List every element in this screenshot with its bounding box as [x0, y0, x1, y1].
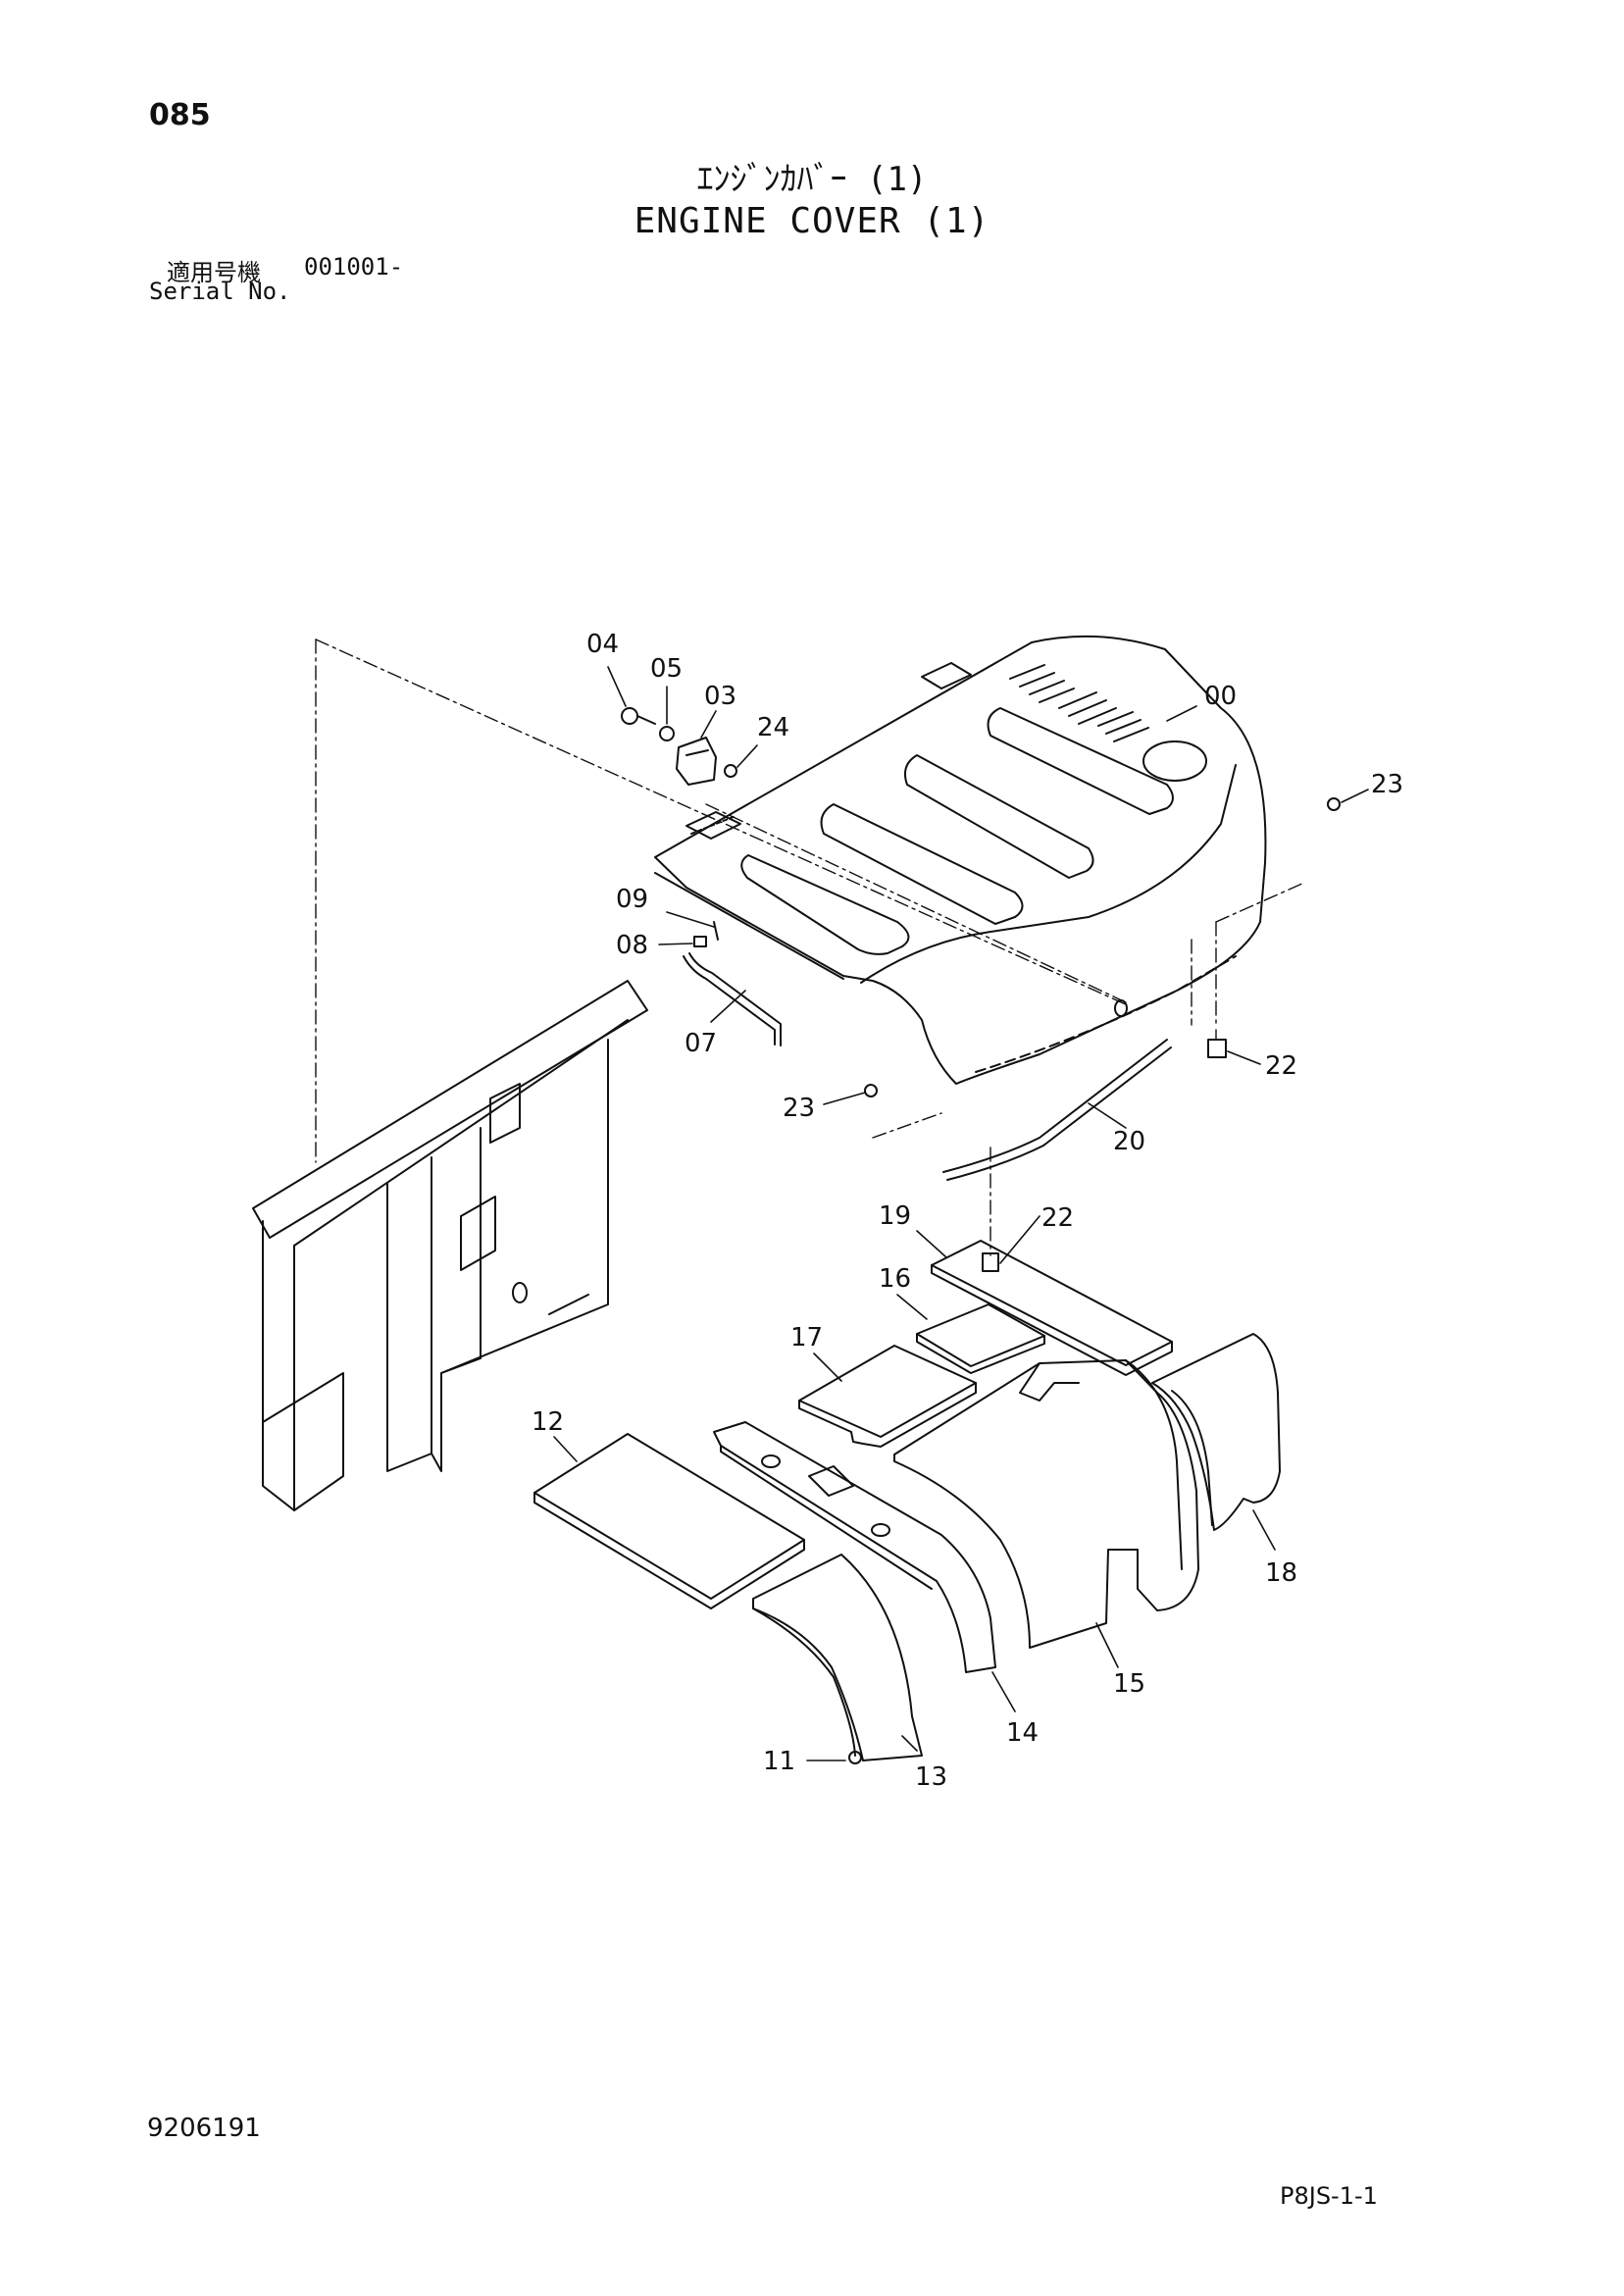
support-rod-07 — [683, 921, 782, 1046]
strip-plate-14 — [713, 1421, 996, 1673]
serial-label-english: Serial No. — [149, 278, 291, 305]
assembly-guide-lines — [315, 638, 1305, 1256]
curved-panel-13 — [752, 1554, 923, 1761]
title-japanese: ｴﾝｼﾞﾝｶﾊﾞｰ (1) — [696, 160, 928, 199]
insulation-pad-19 — [931, 1240, 1173, 1376]
part-label-09: 09 — [616, 885, 648, 914]
part-label-18: 18 — [1265, 1558, 1297, 1588]
part-label-12: 12 — [532, 1407, 564, 1437]
part-label-00: 00 — [1204, 682, 1237, 711]
part-label-16: 16 — [879, 1264, 911, 1294]
part-label-08: 08 — [616, 931, 648, 960]
title-english: ENGINE COVER (1) — [634, 201, 990, 241]
serial-label-japanese: 適用号機 — [167, 259, 261, 286]
fasteners — [848, 797, 1341, 1764]
part-label-20: 20 — [1113, 1127, 1145, 1156]
leader-lines — [553, 666, 1369, 1761]
insulation-pad-16 — [916, 1303, 1045, 1374]
part-label-23-right: 23 — [1371, 770, 1403, 799]
part-label-11: 11 — [763, 1747, 795, 1776]
part-label-04: 04 — [586, 630, 619, 659]
part-label-22-lower: 22 — [1041, 1203, 1074, 1233]
part-label-23-left: 23 — [783, 1094, 815, 1123]
page-number: 085 — [149, 98, 211, 132]
part-label-14: 14 — [1006, 1718, 1039, 1748]
part-label-24: 24 — [757, 713, 789, 742]
part-label-22-right: 22 — [1265, 1051, 1297, 1081]
serial-range: 001001- — [304, 253, 404, 281]
part-label-13: 13 — [915, 1762, 947, 1792]
page-code: P8JS-1-1 — [1280, 2182, 1378, 2210]
part-label-03: 03 — [704, 682, 736, 711]
part-label-17: 17 — [790, 1323, 823, 1352]
part-label-07: 07 — [685, 1029, 717, 1058]
insulation-pad-17 — [798, 1345, 977, 1448]
latch-assembly — [621, 707, 737, 786]
part-label-15: 15 — [1113, 1669, 1145, 1699]
seal-strip-20 — [942, 1039, 1172, 1181]
part-label-19: 19 — [879, 1201, 911, 1231]
engine-cover-hood-00 — [654, 635, 1267, 1085]
insulation-pad-12 — [533, 1433, 805, 1609]
part-label-05: 05 — [650, 654, 683, 684]
side-wing-18 — [1151, 1333, 1281, 1531]
left-side-panel-frame — [252, 980, 648, 1511]
document-number: 9206191 — [147, 2114, 261, 2143]
